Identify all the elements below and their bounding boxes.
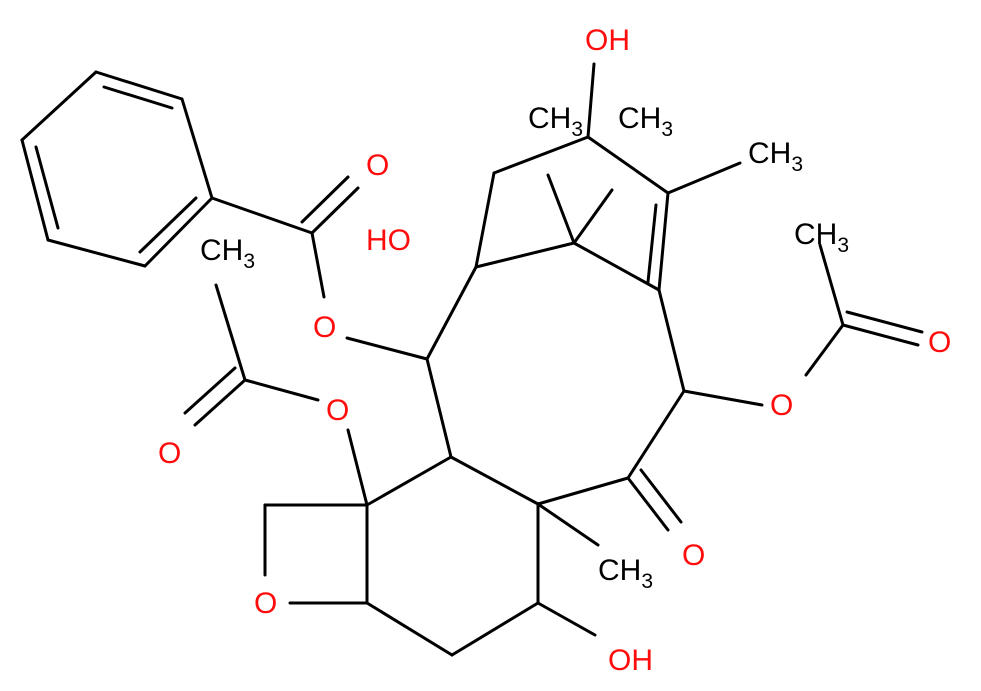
bond	[626, 476, 670, 532]
methyl-label: CH3	[748, 137, 803, 176]
benzene-ring	[20, 70, 214, 268]
bond	[345, 336, 429, 361]
oxygen-label: O	[326, 394, 349, 427]
bond	[586, 135, 670, 195]
methyl-label: CH3	[200, 234, 255, 273]
bond	[450, 601, 540, 657]
bond	[666, 161, 742, 195]
bond	[214, 283, 247, 382]
bond	[46, 238, 147, 268]
bond	[536, 601, 597, 637]
oxygen-label: O	[928, 326, 951, 359]
bond	[300, 175, 350, 224]
bond	[243, 378, 320, 402]
oxygen-label: O	[158, 437, 181, 470]
bond	[804, 323, 845, 377]
bond	[841, 323, 920, 347]
oxygen-label: O	[313, 311, 336, 344]
oxygen-label: O	[366, 149, 389, 182]
bond	[536, 476, 630, 506]
oxygen-label: O	[254, 587, 277, 620]
bond	[572, 188, 614, 245]
hydroxyl-label: OH	[585, 24, 630, 57]
acetyl-left	[183, 283, 369, 507]
bond	[536, 502, 600, 547]
bond	[138, 196, 198, 254]
bond	[102, 85, 174, 110]
bond	[449, 455, 540, 506]
bond	[310, 186, 360, 235]
bond	[34, 145, 60, 230]
oxygen-label: O	[682, 539, 705, 572]
bond	[586, 62, 596, 139]
acetyl-right	[682, 243, 924, 407]
bond	[210, 196, 314, 235]
methyl-label: CH3	[618, 102, 673, 141]
atom-labels: OH CH3 CH3 CH3 CH3 O HO CH3 O O O O O O …	[158, 24, 951, 677]
bond	[20, 70, 98, 142]
bond	[346, 428, 369, 507]
bond	[193, 378, 247, 427]
bond	[180, 97, 214, 200]
bond	[425, 265, 478, 361]
bond	[682, 389, 764, 407]
bond	[626, 389, 686, 480]
methyl-label: CH3	[794, 218, 849, 257]
bond	[845, 310, 924, 334]
bond	[365, 455, 453, 507]
bond	[546, 173, 576, 245]
methyl-label: CH3	[528, 102, 583, 141]
bond	[474, 171, 496, 269]
hydroxyl-label: OH	[608, 644, 653, 677]
bond	[492, 135, 590, 175]
benzoyl-ester	[210, 175, 429, 361]
bond	[657, 288, 686, 393]
bond	[639, 468, 683, 524]
bond	[646, 203, 658, 284]
hydroxyl-label: HO	[366, 224, 411, 257]
bond	[183, 366, 237, 415]
ketone	[626, 468, 683, 532]
bond	[572, 241, 661, 292]
bond	[474, 241, 576, 269]
bond	[94, 70, 184, 101]
core-rings	[263, 62, 742, 657]
bond	[310, 231, 326, 299]
bond	[365, 601, 454, 657]
bond	[657, 191, 670, 292]
oxygen-label: O	[770, 389, 793, 422]
bond	[143, 196, 214, 268]
methyl-label: CH3	[598, 554, 653, 593]
bond	[20, 138, 50, 242]
bond	[818, 243, 845, 327]
bond	[425, 357, 453, 459]
